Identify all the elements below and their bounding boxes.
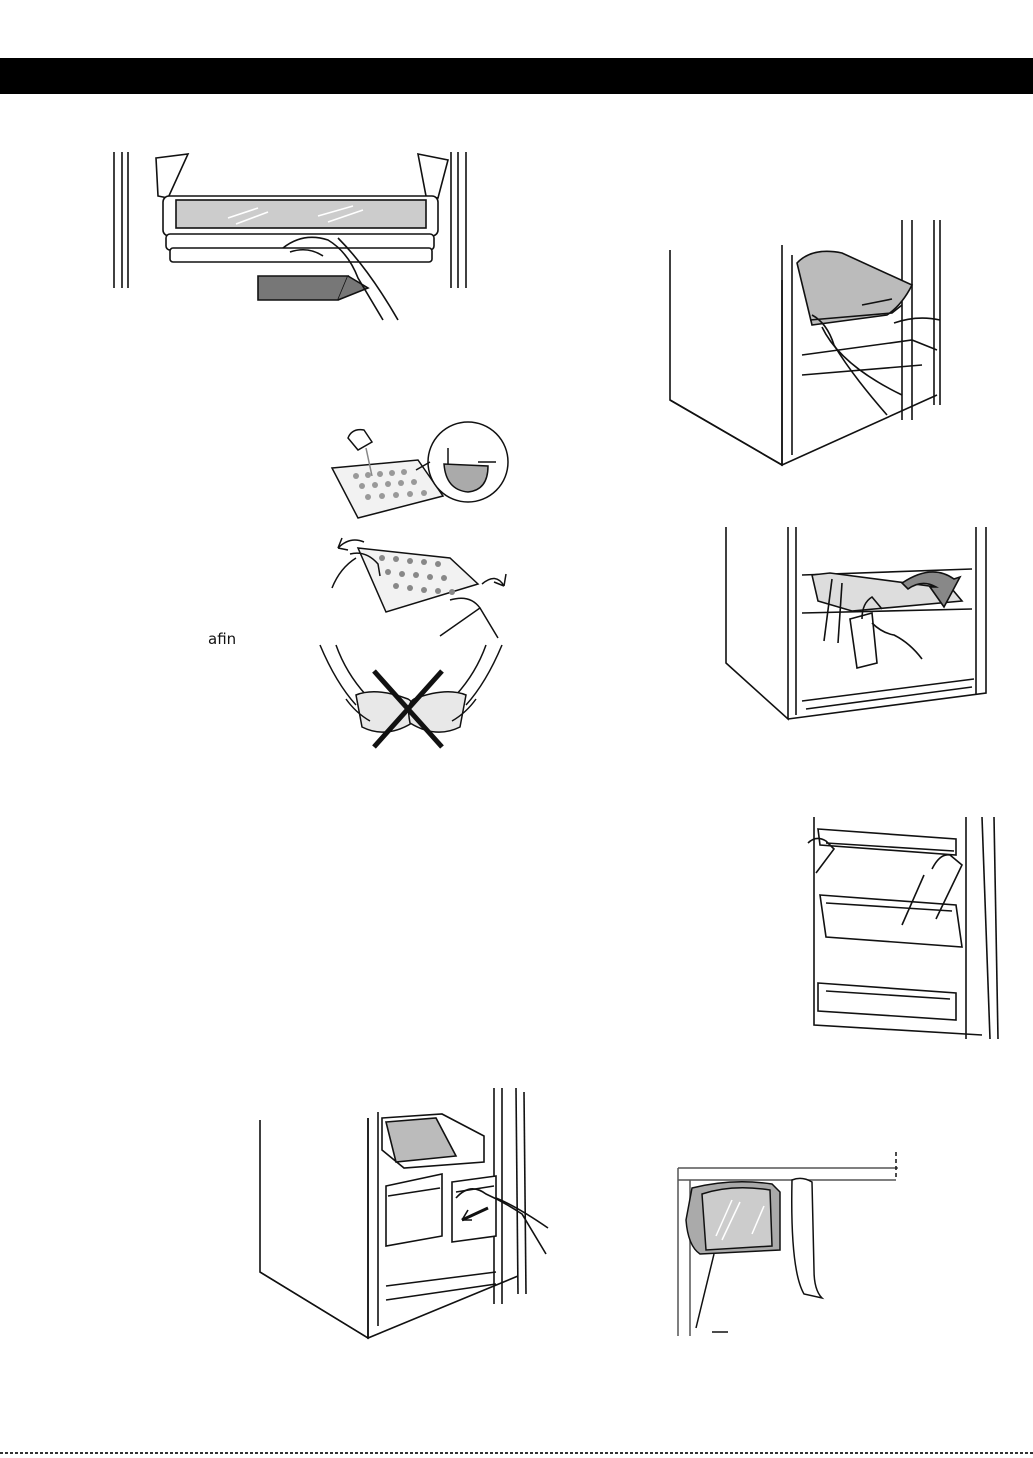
dairy-compartment-illustration bbox=[672, 1150, 902, 1340]
ice-bin-illustration bbox=[256, 1086, 556, 1341]
ice-tray-fill-illustration bbox=[328, 418, 513, 528]
ice-tray-twist-illustration bbox=[330, 528, 510, 643]
door-bin-illustration bbox=[806, 815, 1001, 1041]
footer-dashed-line bbox=[0, 1452, 1033, 1454]
drawer-pull-illustration bbox=[108, 148, 478, 328]
ice-tray-wrong-illustration bbox=[316, 643, 506, 751]
page-header-bar bbox=[0, 58, 1033, 94]
shelf-tilt-illustration bbox=[722, 523, 994, 723]
afin-label: afin bbox=[208, 630, 236, 648]
shelf-lift-illustration bbox=[662, 215, 952, 470]
